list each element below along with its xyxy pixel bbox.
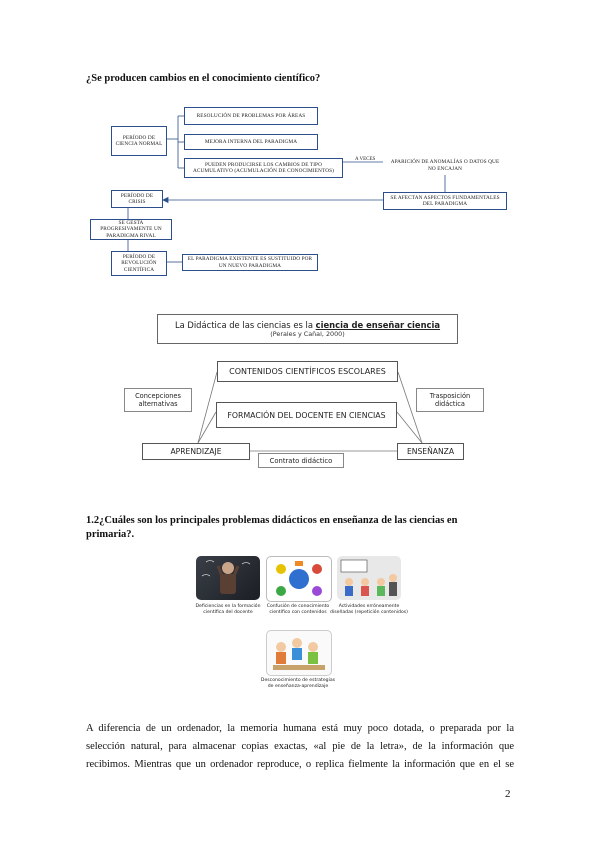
box-paradigma-rival: SE GESTA PROGRESIVAMENTE UN PARADIGMA RI… — [90, 219, 172, 240]
box-mejora-paradigma: MEJORA INTERNA DEL PARADIGMA — [184, 134, 318, 150]
body-line-1: A diferencia de un ordenador, la memoria… — [86, 723, 514, 734]
problem-image-4 — [266, 630, 332, 676]
problem-image-2 — [266, 556, 332, 602]
didactica-definition: La Didáctica de las ciencias es la cienc… — [175, 320, 440, 330]
problem-caption-2: Confusión de conocimiento científico con… — [266, 604, 330, 615]
problem-caption-1: Deficiencias en la formación científica … — [195, 604, 261, 615]
box-formacion-docente: FORMACIÓN DEL DOCENTE EN CIENCIAS — [216, 402, 397, 428]
box-resolucion-problemas: RESOLUCIÓN DE PROBLEMAS POR ÁREAS — [184, 107, 318, 125]
box-aspectos-fundamentales: SE AFECTAN ASPECTOS FUNDAMENTALES DEL PA… — [383, 192, 507, 210]
didactica-definition-emphasis: ciencia de enseñar ciencia — [315, 319, 441, 330]
page-number: 2 — [505, 788, 511, 800]
didactica-citation: (Perales y Cañal, 2000) — [270, 329, 345, 338]
knowledge-collage-icon — [276, 561, 322, 596]
box-trasposicion-didactica: Trasposición didáctica — [416, 388, 484, 412]
classroom-cartoon-icon — [340, 559, 397, 596]
box-contrato-didactico: Contrato didáctico — [258, 453, 344, 468]
box-periodo-ciencia-normal: PERÍODO DE CIENCIA NORMAL — [111, 126, 167, 156]
didactica-definition-prefix: La Didáctica de las ciencias es la — [174, 319, 316, 330]
box-ensenanza: ENSEÑANZA — [397, 443, 464, 460]
problem-caption-3: Actividades erróneamente diseñadas (repe… — [330, 604, 408, 615]
box-periodo-revolucion: PERÍODO DE REVOLUCIÓN CIENTÍFICA — [111, 251, 167, 276]
body-line-2: selección natural, para almacenar copias… — [86, 741, 514, 752]
section-heading-cambios: ¿Se producen cambios en el conocimiento … — [86, 73, 321, 84]
body-line-3: recibimos. Mientras que un ordenador rep… — [86, 759, 514, 770]
didactica-definition-box: La Didáctica de las ciencias es la cienc… — [157, 314, 458, 344]
group-students-icon — [273, 638, 325, 670]
label-a-veces: A VECES — [355, 157, 376, 162]
box-contenidos-cientificos: CONTENIDOS CIENTÍFICOS ESCOLARES — [217, 361, 398, 382]
box-cambios-acumulativos: PUEDEN PRODUCIRSE LOS CAMBIOS DE TIPO AC… — [184, 158, 343, 178]
person-thinking-icon — [201, 560, 251, 594]
box-concepciones-alternativas: Concepciones alternativas — [124, 388, 192, 412]
box-aparicion-anomalias: APARICIÓN DE ANOMALÍAS O DATOS QUE NO EN… — [383, 156, 507, 175]
section-heading-problemas-line1: 1.2¿Cuáles son los principales problemas… — [86, 515, 458, 526]
box-aprendizaje: APRENDIZAJE — [142, 443, 250, 460]
problem-caption-4: Desconocimiento de estrategias de enseña… — [260, 678, 336, 689]
box-periodo-crisis: PERÍODO DE CRISIS — [111, 190, 163, 208]
problem-image-1 — [196, 556, 260, 600]
problem-image-3 — [337, 556, 401, 600]
section-heading-problemas-line2: primaria?. — [86, 529, 135, 540]
box-nuevo-paradigma: EL PARADIGMA EXISTENTE ES SUSTITUIDO POR… — [182, 254, 318, 271]
